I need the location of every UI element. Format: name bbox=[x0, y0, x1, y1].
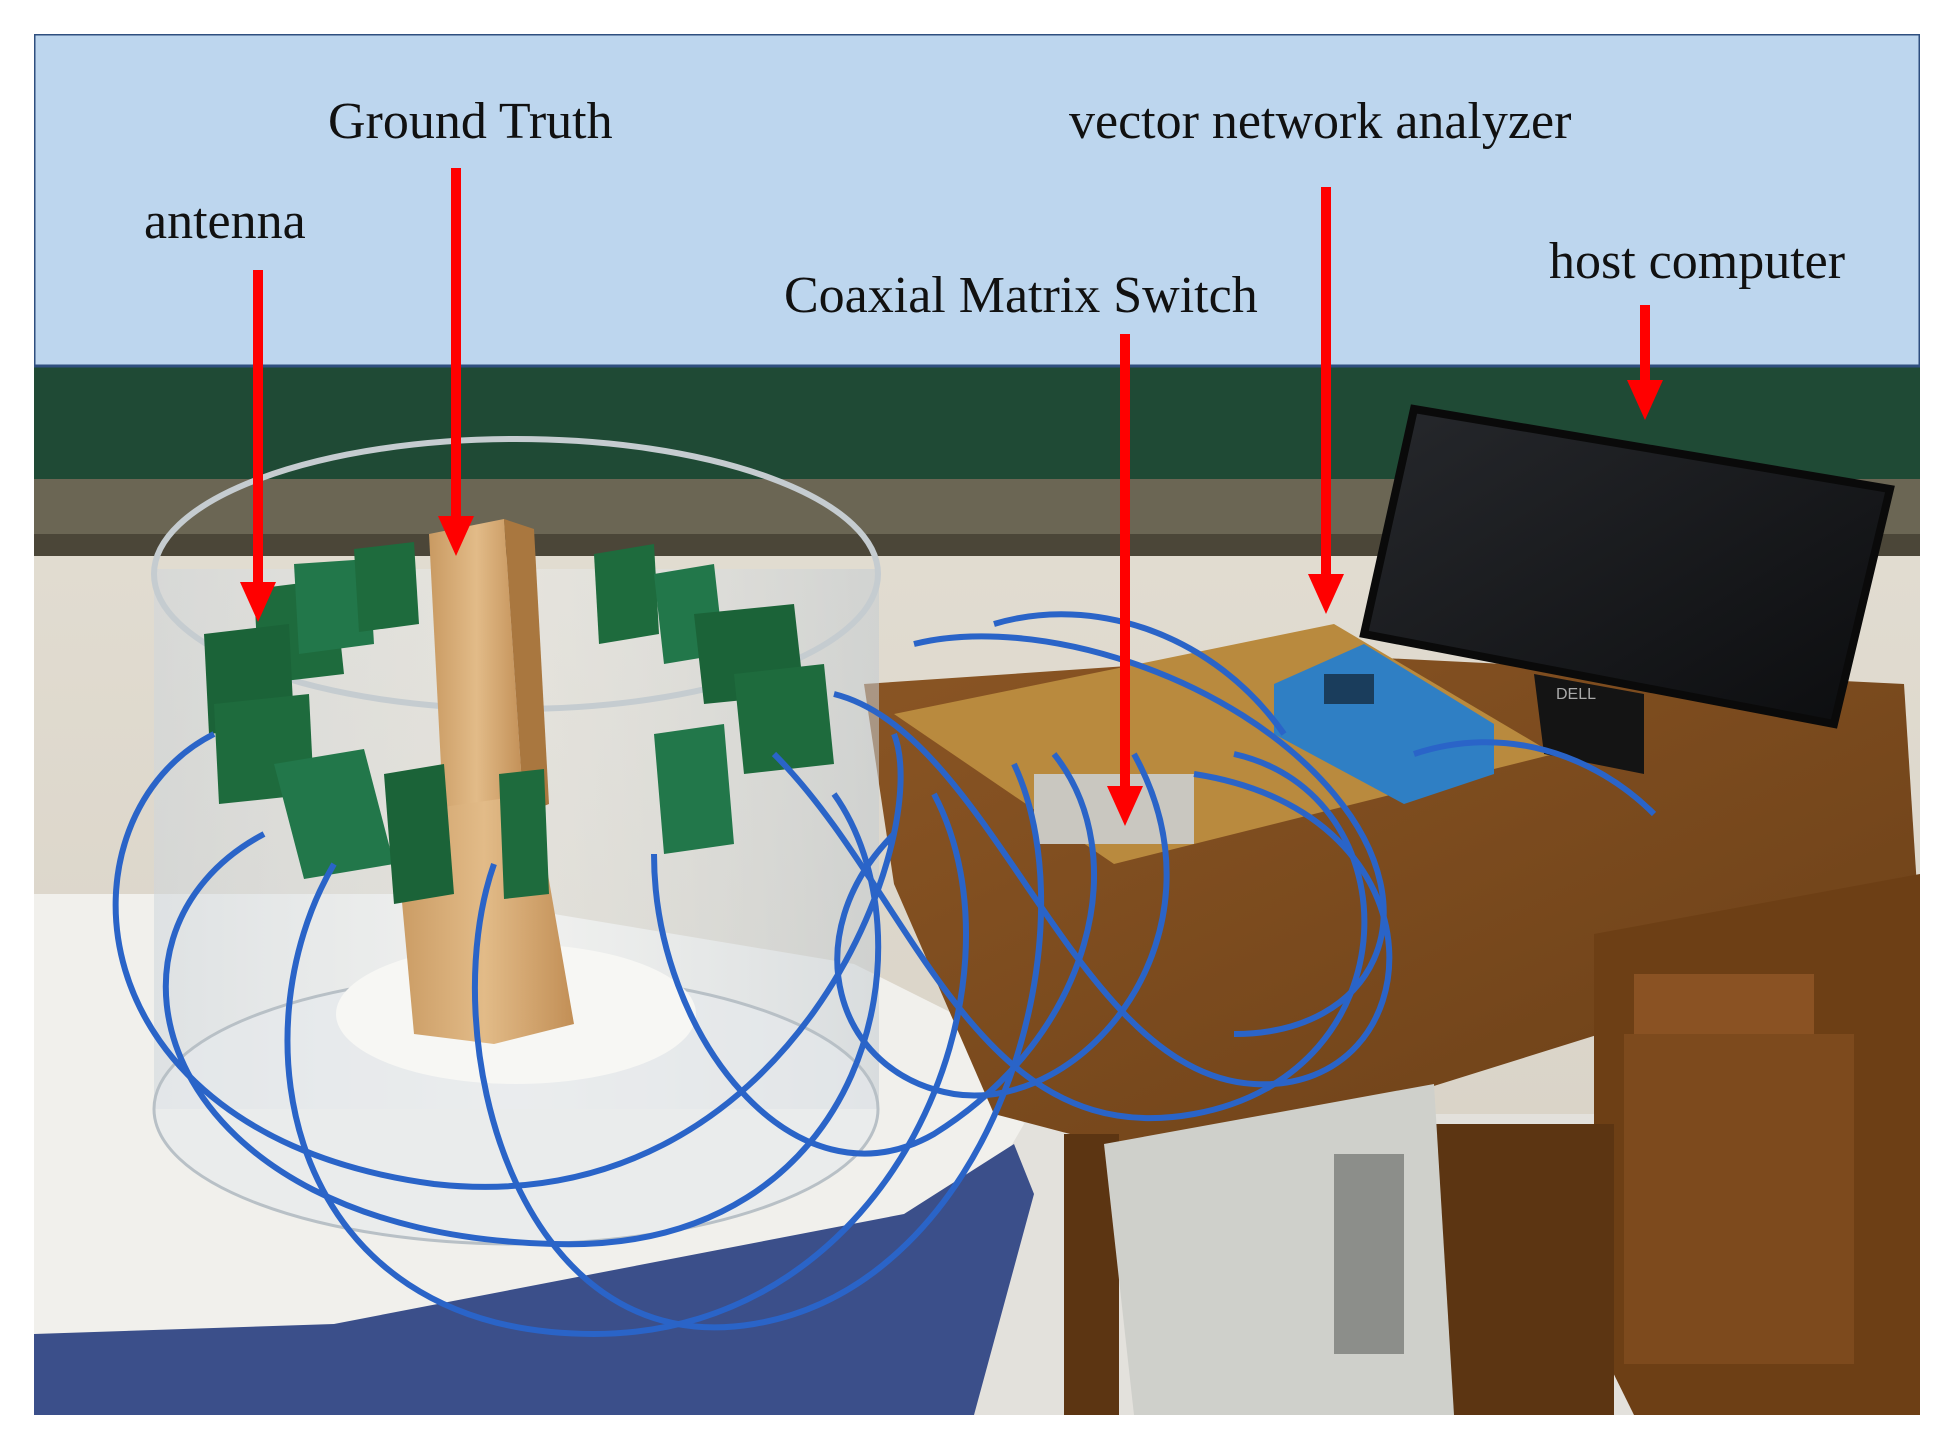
cable bbox=[471, 762, 1045, 1331]
cable bbox=[112, 731, 904, 1190]
antenna-board bbox=[594, 544, 659, 644]
antenna-label: antenna bbox=[144, 193, 306, 250]
annotation-arrows bbox=[240, 168, 1663, 826]
cable bbox=[651, 752, 1097, 1157]
antenna-array bbox=[204, 542, 834, 904]
cable bbox=[913, 633, 1387, 1037]
blue-table-frame bbox=[34, 1144, 1034, 1415]
antenna-board bbox=[274, 749, 394, 879]
cable bbox=[993, 611, 1287, 736]
label-banner bbox=[34, 34, 1920, 368]
host-computer-monitor: DELL bbox=[1359, 404, 1895, 774]
antenna-board bbox=[294, 559, 374, 654]
coaxial-switch-arrow bbox=[1107, 334, 1143, 826]
cable bbox=[1413, 739, 1657, 817]
vna-arrow bbox=[1308, 187, 1344, 614]
ground-truth-label: Ground Truth bbox=[328, 93, 613, 150]
cable bbox=[833, 691, 1393, 1088]
vna-screen bbox=[1324, 674, 1374, 704]
host-computer-label: host computer bbox=[1549, 233, 1846, 290]
vna-label: vector network analyzer bbox=[1069, 93, 1572, 150]
wood-post-upper bbox=[429, 519, 524, 824]
monitor-screen bbox=[1359, 404, 1895, 729]
coaxial-cables bbox=[112, 611, 1657, 1338]
monitor-brand: DELL bbox=[1556, 686, 1596, 703]
host-computer-arrow bbox=[1627, 305, 1663, 420]
ground-truth-post bbox=[394, 519, 574, 1044]
antenna-board bbox=[499, 769, 549, 899]
lab-setup-photo: DELL bbox=[34, 34, 1920, 1415]
antenna-board bbox=[354, 542, 419, 632]
monitor-stand bbox=[1534, 674, 1644, 774]
desk-cabinet-door bbox=[1624, 1034, 1854, 1364]
ground-truth-arrow bbox=[438, 168, 474, 556]
equipment-panel bbox=[1334, 1154, 1404, 1354]
antenna-board bbox=[654, 724, 734, 854]
coaxial-switch-label: Coaxial Matrix Switch bbox=[784, 267, 1258, 324]
photo-frame: DELL bbox=[34, 34, 1920, 1415]
coaxial-matrix-switch-body bbox=[1034, 774, 1194, 844]
wood-post-side bbox=[504, 519, 549, 814]
antenna-board bbox=[384, 764, 454, 904]
antenna-arrow bbox=[240, 270, 276, 622]
cable bbox=[834, 752, 1170, 1099]
antenna-board bbox=[734, 664, 834, 774]
